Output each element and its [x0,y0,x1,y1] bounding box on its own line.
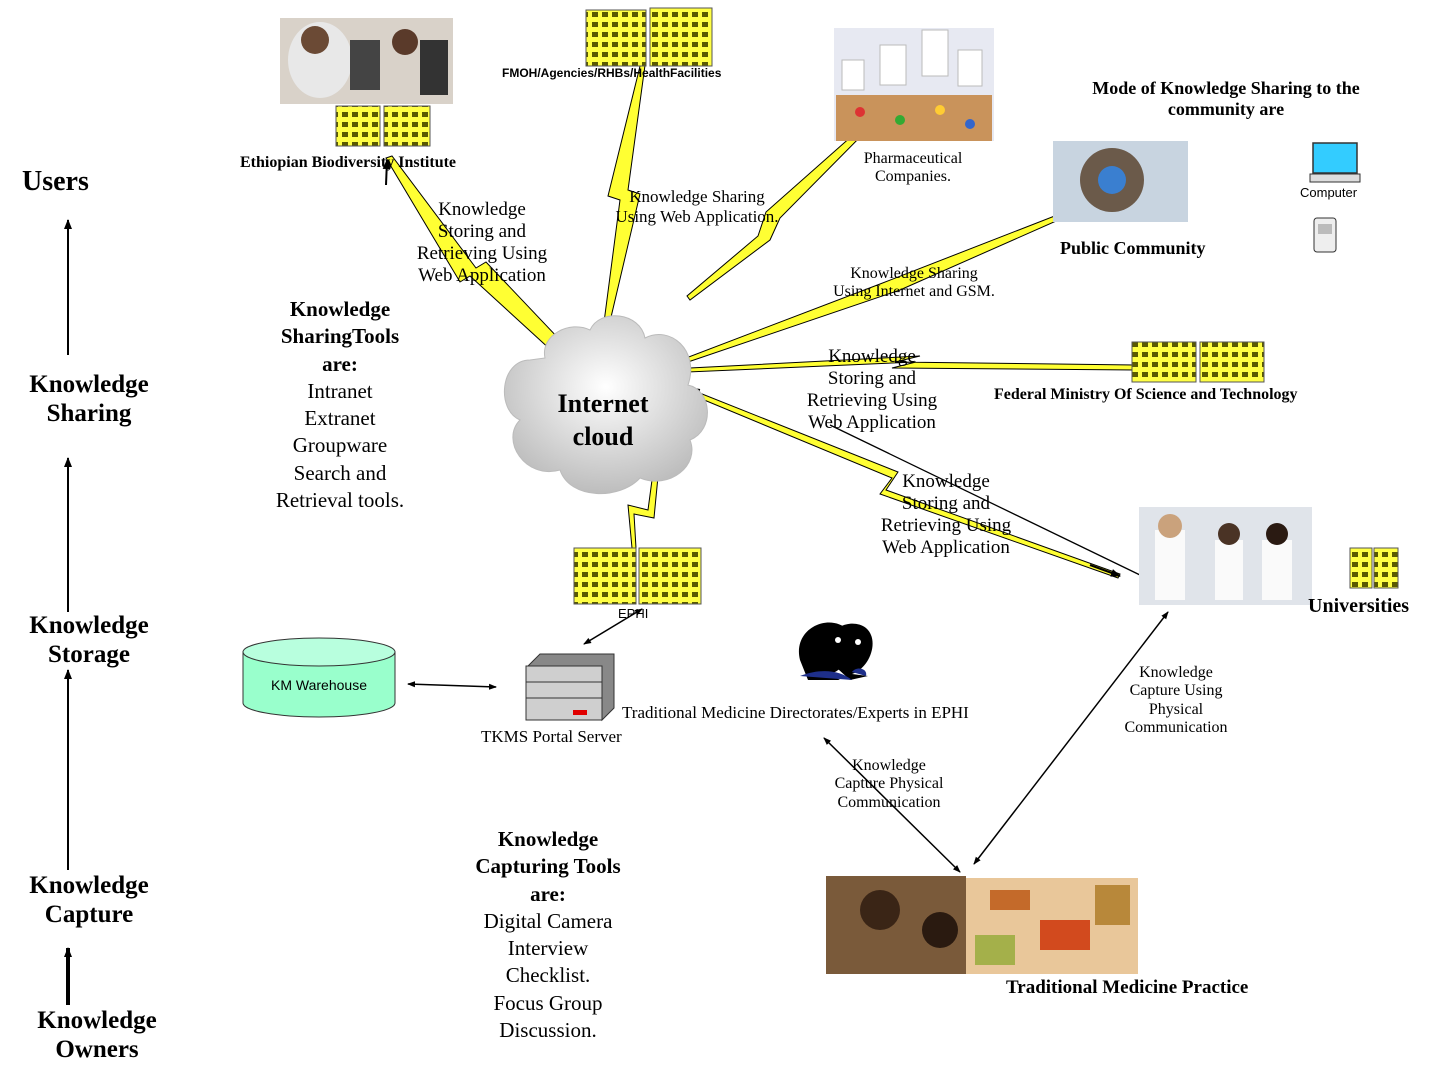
arrow-experts-practice [823,737,961,873]
photo-traditional-practice [826,876,1138,974]
arrow-warehouse-server [407,681,497,690]
photo-universities [1139,507,1312,605]
km-warehouse-cylinder [242,637,396,718]
photo-pharma-pills [834,28,994,141]
computer-shape [1309,142,1361,183]
node-ephi-label: EPHI [618,606,649,621]
experts-label: Traditional Medicine Directorates/Expert… [622,703,969,722]
tkms-server-label: TKMS Portal Server [481,727,622,746]
node-fmoh-label: FMOH/Agencies/RHBs/HealthFacilities [502,66,722,80]
sharing-tools-box: Knowledge SharingTools are: Intranet Ext… [275,297,405,513]
node-public-community-label: Public Community [1060,238,1206,258]
node-universities-label: Universities [1308,595,1410,617]
capturing-tools-box: Knowledge Capturing Tools are: Digital C… [475,827,621,1043]
node-fmost-label: Federal Ministry Of Science and Technolo… [994,386,1298,403]
arrow-ephi-server [583,608,643,645]
photo-public-community [1053,141,1188,222]
server-shape [525,653,615,722]
traditional-practice-label: Traditional Medicine Practice [1006,977,1249,998]
computer-label: Computer [1300,185,1358,200]
building-icons [335,7,1399,605]
mobile-phone-shape [1313,217,1337,253]
layer-users: Users [22,166,89,197]
photo-lab-ebi [280,18,453,104]
arrow-uni-practice [973,611,1169,865]
internet-cloud-shape [503,315,708,495]
node-ebi-label: Ethiopian Biodiversity Institute [240,154,457,171]
km-warehouse-label: KM Warehouse [271,677,367,693]
bolt-pharma [686,119,874,301]
experts-people-icon [798,622,873,680]
